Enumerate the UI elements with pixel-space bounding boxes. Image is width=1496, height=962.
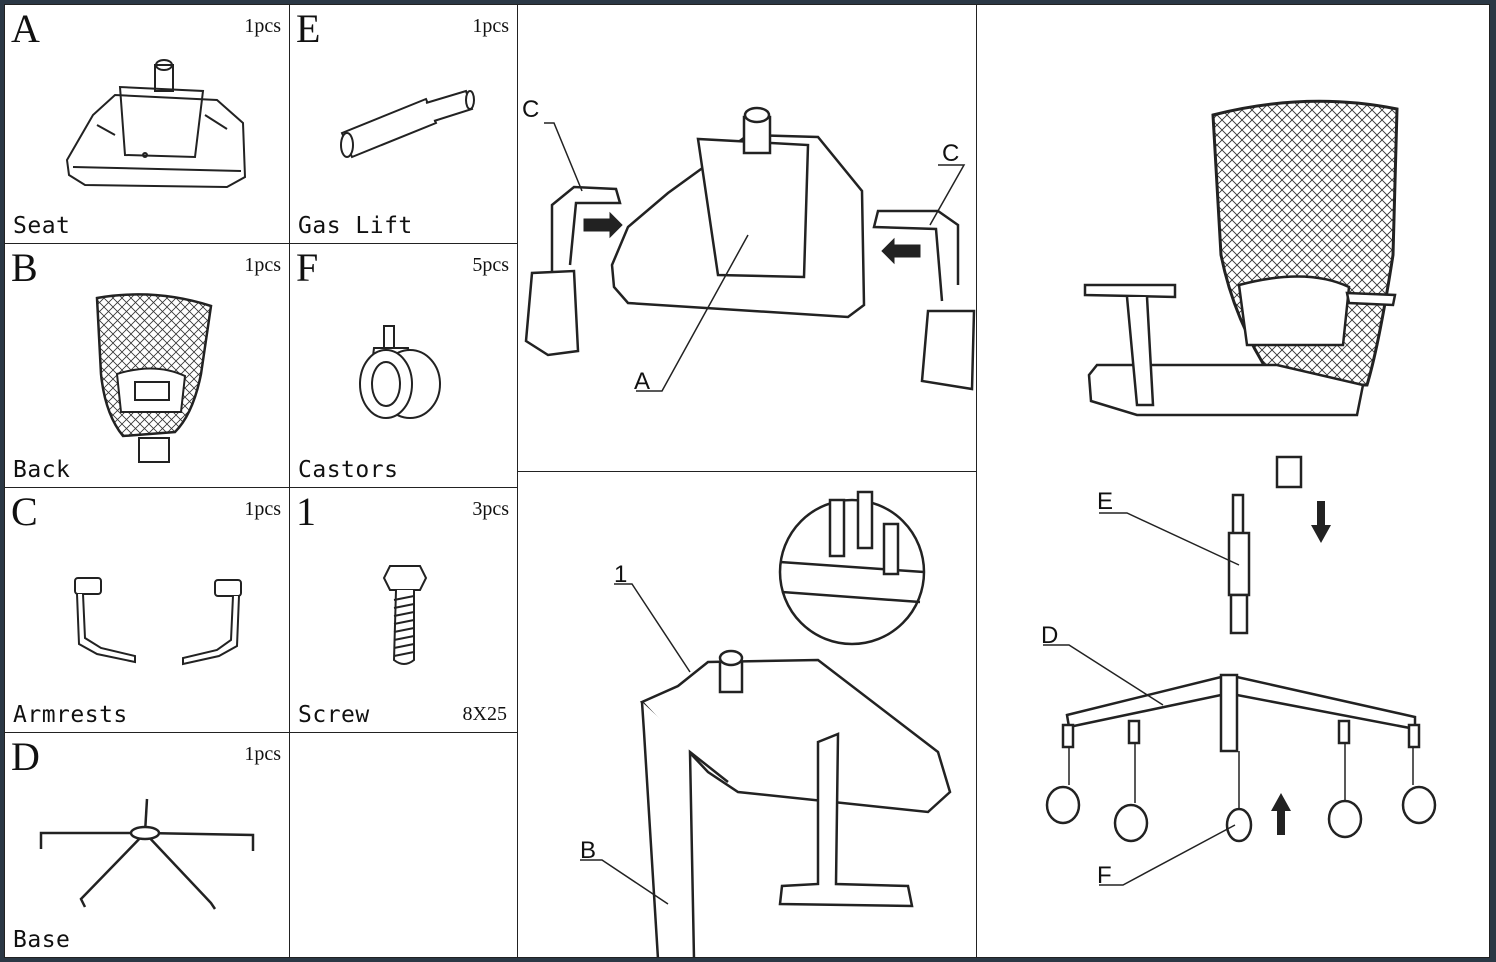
- step2-illustration: 1 B: [580, 490, 952, 957]
- part-quantity: 3pcs: [472, 498, 509, 520]
- callout-screw: 1: [614, 561, 627, 588]
- step3-panel: E D F: [976, 4, 1490, 958]
- callout-back: B: [580, 837, 596, 864]
- part-quantity: 1pcs: [244, 15, 281, 37]
- part-letter: B: [11, 245, 38, 290]
- part-name: Base: [13, 927, 71, 953]
- part-cell-castors: F 5pcs Castors: [289, 243, 518, 488]
- step2-panel: 1 B: [517, 471, 977, 958]
- callout-seat: A: [634, 368, 650, 395]
- part-name: Back: [13, 457, 71, 483]
- step3-illustration: E D F: [1041, 99, 1437, 889]
- part-letter: D: [11, 734, 40, 779]
- castor-illustration: [359, 325, 441, 419]
- part-quantity: 1pcs: [472, 15, 509, 37]
- screw-size: 8X25: [462, 703, 507, 725]
- back-illustration: [95, 293, 213, 463]
- callout-armrest-left: C: [522, 96, 539, 123]
- part-cell-seat: A 1pcs Seat: [4, 4, 290, 244]
- part-cell-back: B 1pcs Back: [4, 243, 290, 488]
- empty-cell: [289, 732, 518, 958]
- instruction-sheet: A 1pcs Seat E 1pcs Gas Lift: [4, 4, 1490, 958]
- part-name: Seat: [13, 213, 71, 239]
- callout-armrest-right: C: [942, 140, 959, 167]
- armrests-illustration: [74, 577, 242, 666]
- part-letter: E: [296, 6, 321, 51]
- screw-illustration: [382, 565, 428, 665]
- gas-lift-illustration: [340, 89, 475, 159]
- part-quantity: 1pcs: [244, 498, 281, 520]
- part-name: Gas Lift: [298, 213, 413, 239]
- callout-base: D: [1041, 622, 1058, 649]
- part-name: Armrests: [13, 702, 128, 728]
- callout-castors: F: [1097, 862, 1112, 889]
- part-cell-base: D 1pcs Base: [4, 732, 290, 958]
- part-letter: 1: [296, 489, 316, 534]
- part-name: Castors: [298, 457, 399, 483]
- part-name: Screw: [298, 702, 370, 728]
- part-cell-armrests: C 1pcs Armrests: [4, 487, 290, 733]
- part-quantity: 1pcs: [244, 254, 281, 276]
- part-cell-screw: 1 3pcs Screw 8X25: [289, 487, 518, 733]
- part-quantity: 5pcs: [472, 254, 509, 276]
- part-quantity: 1pcs: [244, 743, 281, 765]
- base-illustration: [39, 798, 255, 910]
- part-cell-gas-lift: E 1pcs Gas Lift: [289, 4, 518, 244]
- part-letter: C: [11, 489, 38, 534]
- callout-gas-lift: E: [1097, 488, 1113, 515]
- step1-illustration: C C A: [522, 96, 976, 395]
- step1-panel: C C A: [517, 4, 977, 472]
- part-letter: F: [296, 245, 319, 290]
- part-letter: A: [11, 6, 40, 51]
- seat-illustration: [65, 59, 247, 189]
